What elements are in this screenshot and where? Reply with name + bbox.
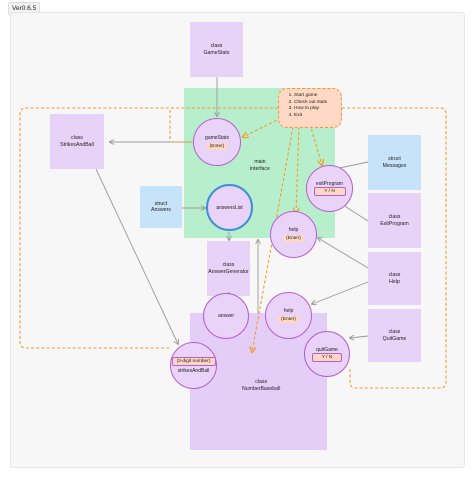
quitgame-node-label: quitGame (316, 346, 338, 353)
gamestats-node-label: gameStats (205, 134, 229, 141)
quitgame-node: quitGame Y / N (304, 331, 350, 377)
help-main-node-label: help (288, 227, 299, 233)
answergenerator-class-box: class AnswerGenerator (207, 241, 250, 296)
arrow-helpclass-to-help2 (312, 281, 369, 304)
messages-struct-box: struct Messages (368, 135, 421, 190)
menu-item-start: Start game (294, 93, 335, 100)
answerslist-node-label: answersList (216, 204, 243, 211)
gamestats-enter-tag: (Enter) (206, 142, 228, 150)
flow-gamestats-back (169, 108, 193, 143)
flow-outer-left (19, 107, 278, 349)
main-interface-label: main interface (250, 159, 270, 172)
exitprogram-node-label: exitProgram (316, 181, 343, 187)
help-game-node-label: help (283, 308, 294, 314)
flow-outer-right (342, 107, 447, 389)
quitgame-class-box: class QuitGame (368, 309, 421, 362)
strikesandball-input-tag: (3-digit number) (171, 357, 216, 366)
exitprogram-yn-tag: Y / N (313, 187, 346, 196)
menu-item-howto: How to play (294, 106, 335, 113)
numberbaseball-label: class NumberBaseball (242, 379, 281, 392)
help-class-box: class Help (368, 252, 421, 305)
help-main-enter-tag: (Enter) (283, 235, 304, 242)
exitprogram-class-box: class ExitProgram (368, 193, 421, 248)
menu-item-exit: Exit (294, 113, 335, 120)
flow-menu-to-exit (309, 123, 322, 165)
help-game-enter-tag: (Enter) (278, 316, 299, 323)
flow-menu-to-gamestats (243, 117, 282, 137)
help-main-node: help (Enter) (270, 211, 317, 258)
answer-node-label: answer (217, 313, 235, 319)
flow-menu-to-game (252, 126, 294, 352)
strikesandball-node: (3-digit number) strikesAndBall (170, 342, 217, 389)
arrow-helpclass-to-help (318, 238, 369, 269)
answers-struct-box: struct Answers (140, 186, 182, 228)
arrow-strikes-class (95, 168, 178, 344)
gamestats-node: gameStats (Enter) (193, 118, 241, 166)
menu-item-stats: Check out stats (294, 100, 335, 107)
answer-node: answer (203, 293, 249, 339)
strikesandball-node-label: strikesAndBall (177, 368, 210, 374)
flow-menu-to-help (296, 126, 300, 213)
main-menu-list: Start game Check out stats How to play E… (285, 93, 335, 119)
arrow-quitclass (350, 336, 369, 338)
quitgame-yn-tag: Y / N (312, 352, 342, 362)
help-game-node: help (Enter) (265, 292, 312, 339)
gamestats-class-box: class GameStats (190, 22, 243, 77)
strikesandball-class-box: class StrikesAndBall (50, 114, 104, 169)
numberbaseball-class-box: class NumberBaseball (190, 313, 327, 450)
exitprogram-node: exitProgram Y / N (306, 165, 353, 212)
main-menu-box: Start game Check out stats How to play E… (278, 88, 342, 128)
answerslist-node: answersList (206, 184, 253, 231)
